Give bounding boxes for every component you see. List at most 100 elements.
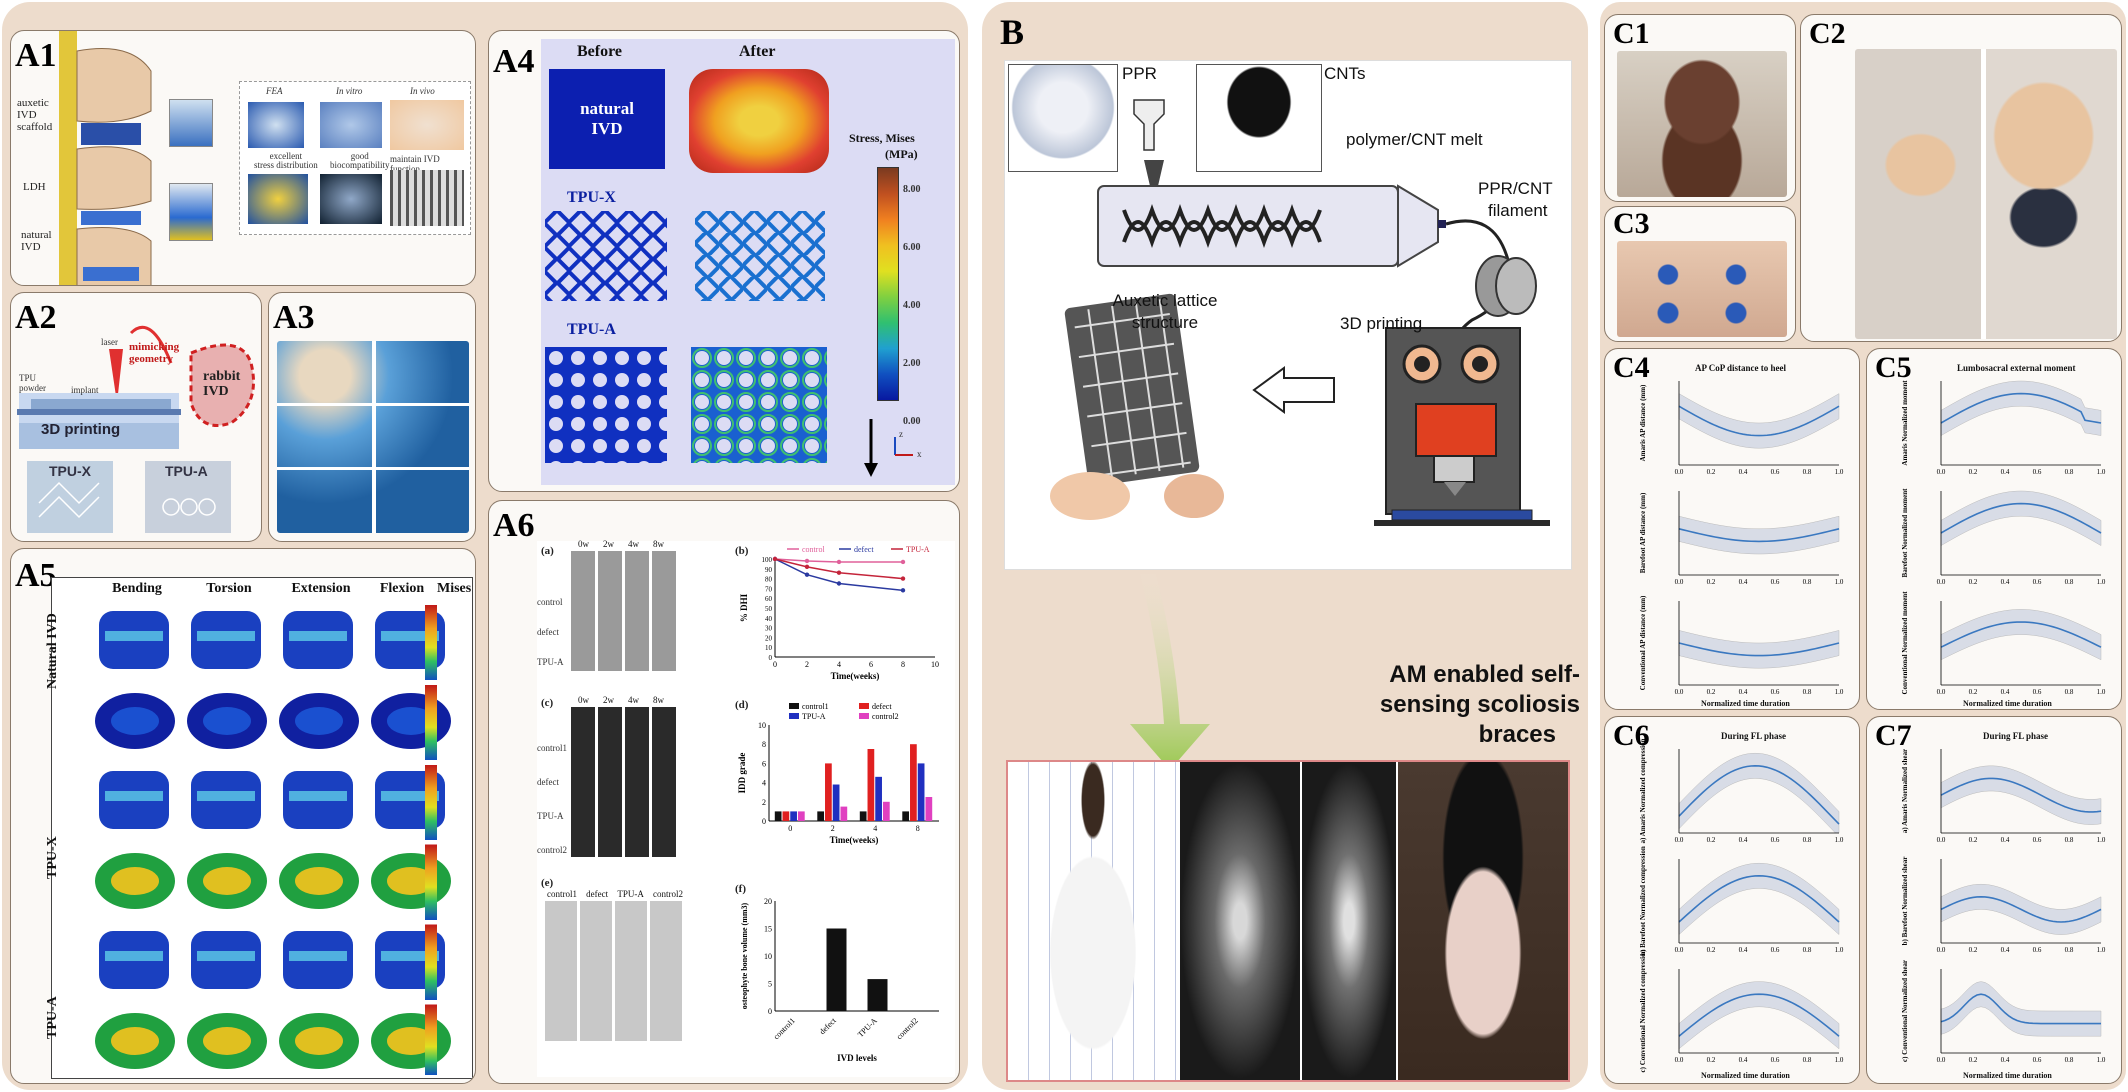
rabbit-ivd-label: IVD (203, 384, 229, 399)
shoe-photo (1617, 51, 1787, 197)
a1-summary-box: FEA In vitro In vivo excellent stress di… (239, 81, 471, 235)
panel-a2: A2 laser mimicking geometry TPU powder i… (10, 292, 262, 542)
a6-row: TPU-A (537, 811, 564, 821)
x-tick-label: 0.0 (1675, 1056, 1684, 1064)
y-axis-title: osteophyte bone volume (mm3) (740, 902, 749, 1009)
natural-label: natural (580, 99, 634, 118)
filament-label: filament (1488, 201, 1548, 220)
y-axis-title: Conventional Normalized moment (1901, 591, 1909, 695)
bar-control1 (817, 811, 825, 821)
x-tick-label: 1.0 (1835, 578, 1844, 586)
x-tick-label: control1 (772, 1016, 797, 1041)
mean-line (1940, 392, 2102, 424)
bar-control2 (882, 801, 890, 821)
a1-label: auxetic (17, 97, 49, 109)
sd-band (1678, 393, 1840, 449)
x-tick-label: 0.8 (2065, 688, 2074, 696)
panel-a1: A1 auxetic IVD scaffold LDH natural IVD … (10, 30, 476, 286)
tpux-label: TPU-X (49, 463, 91, 479)
disc-band (197, 631, 255, 641)
data-point (900, 576, 906, 581)
brace-wearer-photo (1396, 762, 1568, 1080)
y-tick-label: 100 (762, 556, 773, 564)
a1-label: natural (21, 229, 52, 241)
x-tick-label: 0.2 (1969, 468, 1978, 476)
cnts-box (1196, 64, 1322, 172)
a1-label: IVD (21, 241, 41, 253)
lattice-label: Auxetic lattice (1112, 291, 1218, 310)
x-tick-label: 4 (873, 824, 877, 833)
a1-caption: maintain IVD function (390, 154, 440, 174)
col-extension: Extension (291, 581, 351, 596)
panel-c1: C1 (1604, 14, 1796, 202)
bar-defect (825, 763, 832, 821)
sd-band (1678, 862, 1840, 936)
panel-label-a4: A4 (493, 43, 535, 80)
ct-col: control1 (547, 889, 577, 899)
x-tick-label: 0.4 (2001, 688, 2010, 696)
panel-label-a6: A6 (493, 507, 535, 544)
disc-band (289, 631, 347, 641)
x-tick-label: 0.0 (1675, 688, 1684, 696)
y-axis-title: % DHI (739, 593, 749, 622)
bar-control2 (840, 806, 848, 821)
week-label: 2w (603, 695, 614, 705)
y-axis-title: Barefoot AP distance (mm) (1639, 492, 1647, 573)
c5-xlabel: Normalized time duration (1963, 699, 2052, 708)
b-title: sensing scoliosis (1379, 691, 1580, 718)
sd-band (1940, 765, 2102, 825)
y-tick-label: 10 (764, 952, 772, 961)
a6-b-tag: (b) (735, 545, 749, 557)
data-point (804, 572, 810, 577)
x-tick-label: defect (818, 1016, 839, 1037)
disc-core (111, 1027, 159, 1055)
a1-caption: stress distribution (254, 160, 318, 170)
bar (826, 928, 847, 1011)
panel-label-b: B (1000, 12, 1025, 52)
panel-label-a2: A2 (15, 299, 57, 336)
x-axis-title: IVD levels (837, 1053, 877, 1063)
stress-title: Stress, Mises (849, 131, 915, 145)
a6-row: TPU-A (537, 657, 564, 667)
panel-a6: A6 (a) 0w 2w 4w 8w control defect TPU-A … (488, 500, 960, 1084)
x-tick-label: 1.0 (1835, 946, 1844, 954)
c5-title: Lumbosacral external moment (1957, 363, 2076, 373)
spine-illustration (59, 31, 152, 285)
y-tick-label: 90 (765, 566, 773, 574)
brace-photo-strip (1006, 760, 1570, 1082)
a6-c-mri (571, 707, 677, 857)
scaffold-thumbnail (169, 99, 213, 147)
x-tick-label: 10 (931, 660, 939, 669)
y-tick-label: 10 (758, 721, 766, 730)
bar-TPU-A (832, 784, 840, 821)
ct-col: TPU-A (617, 889, 644, 899)
disc-band (381, 791, 439, 801)
y-axis-title: b) Barefoot Normalized shear (1901, 857, 1909, 946)
x-tick-label: 0.0 (1937, 1056, 1946, 1064)
spine-xray-2 (1300, 762, 1396, 1080)
y-tick-label: 8 (762, 740, 766, 749)
sd-band (1940, 380, 2102, 437)
y-axis-title: Conventional AP distance (mm) (1639, 595, 1647, 690)
legend-label: TPU-A (906, 545, 930, 554)
disc-core (203, 867, 251, 895)
tpux-before-lattice (545, 211, 667, 301)
b-extruder-diagram (1050, 99, 1550, 526)
y-tick-label: 10 (765, 644, 773, 652)
x-tick-label: 0.8 (1803, 1056, 1812, 1064)
x-tick-label: 0.8 (2065, 836, 2074, 844)
disc-core (295, 707, 343, 735)
legend-label: defect (854, 545, 874, 554)
a6-e-tag: (e) (541, 877, 554, 889)
x-tick-label: 1.0 (1835, 468, 1844, 476)
natural-ivd-before: natural IVD (549, 69, 665, 169)
bar-TPU-A (917, 763, 925, 821)
tpua-after-lattice (691, 347, 827, 463)
ppr-box (1008, 64, 1118, 172)
sd-band (1678, 515, 1840, 555)
panel-label-c5: C5 (1875, 351, 1912, 384)
